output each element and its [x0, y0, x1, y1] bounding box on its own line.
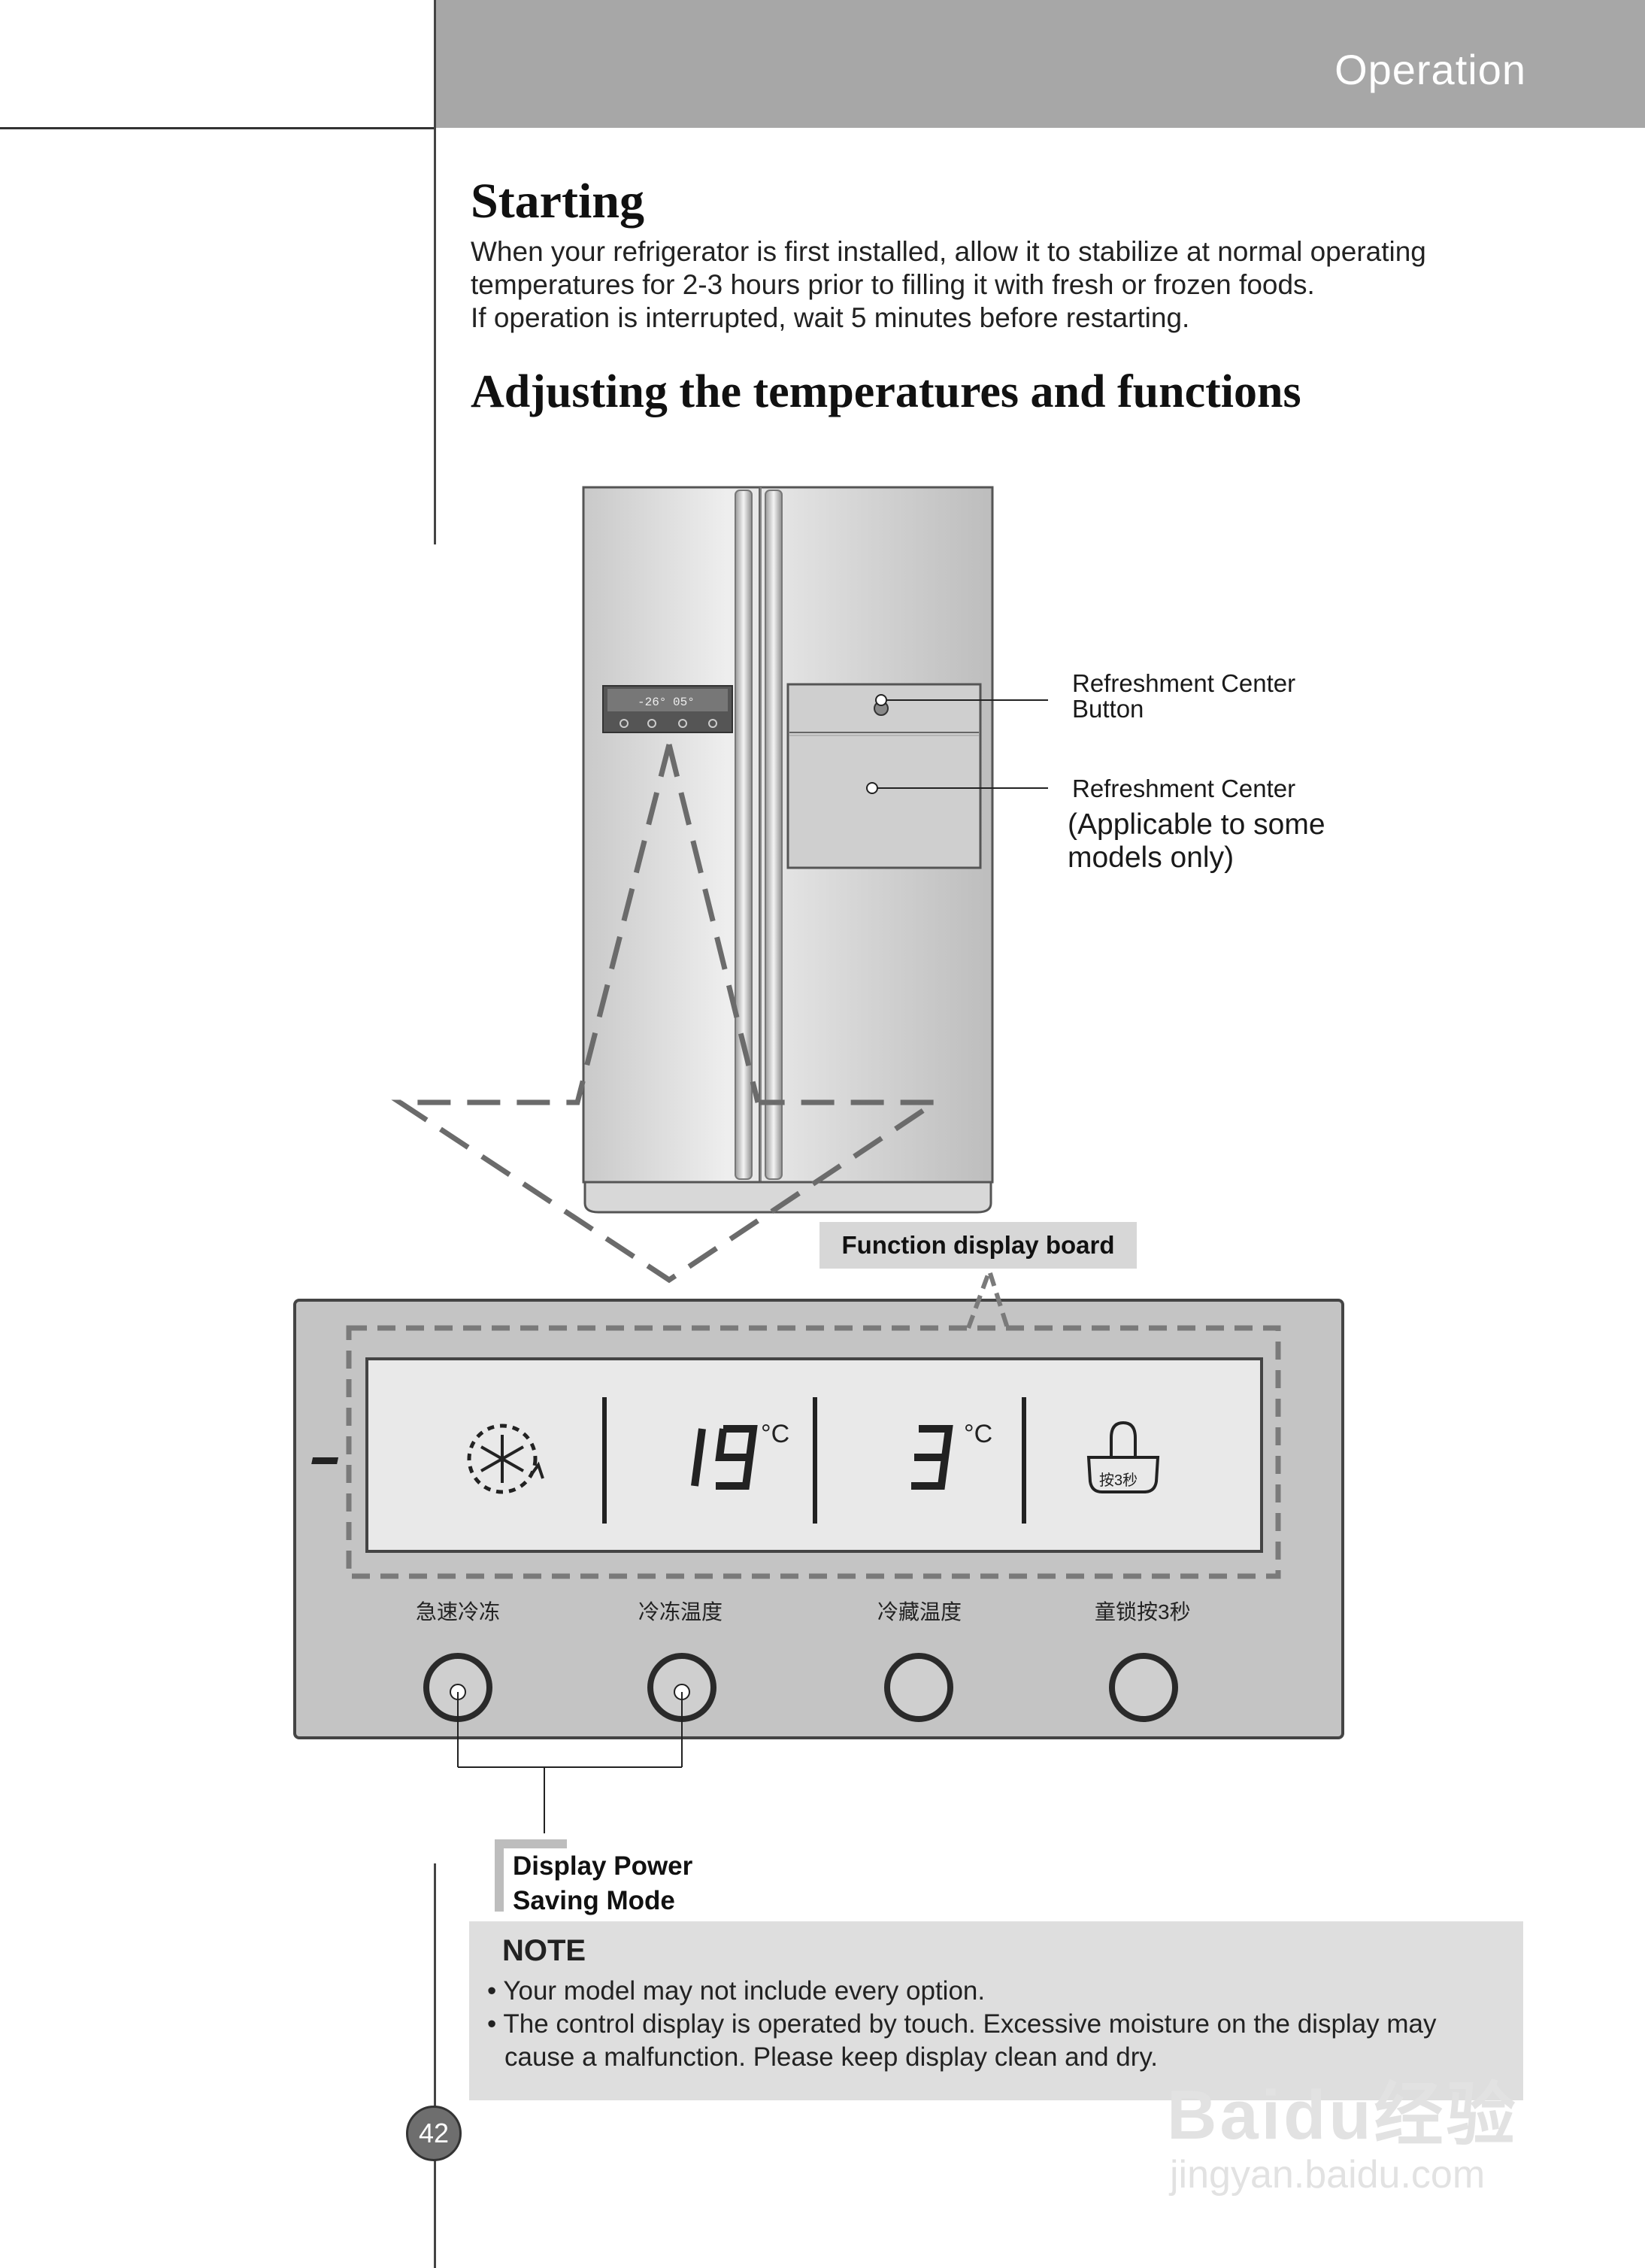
dps-marker [495, 1839, 504, 1912]
adjusting-heading: Adjusting the temperatures and functions [471, 366, 1301, 417]
svg-text:-26°: -26° [638, 696, 666, 709]
button-label-express-freeze: 急速冷冻 [416, 1600, 501, 1624]
section-title: Operation [1334, 46, 1526, 93]
refreshment-center-callout: Refreshment Center [1072, 775, 1296, 802]
note-line: • Your model may not include every optio… [487, 1976, 986, 2006]
note-box [469, 1921, 1523, 2100]
page-number: 42 [406, 2106, 462, 2161]
starting-text-line: When your refrigerator is first installe… [471, 236, 1426, 267]
margin-line-bottom [434, 1863, 436, 2268]
watermark-url: jingyan.baidu.com [1170, 2153, 1486, 2197]
applicable-note: models only) [1068, 841, 1235, 874]
button-label-freezer-temp: 冷冻温度 [638, 1600, 723, 1624]
svg-text:°C: °C [761, 1420, 789, 1448]
header-rule [0, 127, 435, 129]
header-band [435, 0, 1645, 128]
function-display-board-label: Function display board [819, 1222, 1137, 1269]
child-lock-icon [1086, 1421, 1160, 1493]
note-title: NOTE [502, 1934, 586, 1967]
svg-text:°C: °C [964, 1420, 992, 1448]
refrigerator-body: -26° 05° [582, 486, 994, 1214]
starting-heading: Starting [471, 174, 644, 229]
svg-text:05°: 05° [673, 696, 695, 709]
starting-text-line: temperatures for 2-3 hours prior to fill… [471, 269, 1315, 300]
refreshment-button-callout: Button [1072, 695, 1144, 723]
note-line: cause a malfunction. Please keep display… [504, 2042, 1159, 2072]
refreshment-button-callout: Refreshment Center [1072, 669, 1296, 697]
button-label-child-lock: 童锁按3秒 [1095, 1600, 1191, 1624]
display-power-saving-label: Display Power [513, 1851, 693, 1881]
watermark-logo: Baidu经验 [1167, 2077, 1519, 2154]
express-freeze-icon [467, 1424, 544, 1494]
button-label-fridge-temp: 冷藏温度 [877, 1600, 962, 1624]
starting-text-line: If operation is interrupted, wait 5 minu… [471, 302, 1190, 333]
applicable-note: (Applicable to some [1068, 808, 1325, 841]
note-line: • The control display is operated by tou… [487, 2009, 1437, 2039]
child-lock-text: 按3秒 [1099, 1472, 1138, 1489]
display-power-saving-label: Saving Mode [513, 1886, 675, 1915]
margin-line-top [434, 0, 436, 544]
dps-marker [495, 1839, 567, 1848]
panel-buttons [423, 1653, 1178, 1722]
